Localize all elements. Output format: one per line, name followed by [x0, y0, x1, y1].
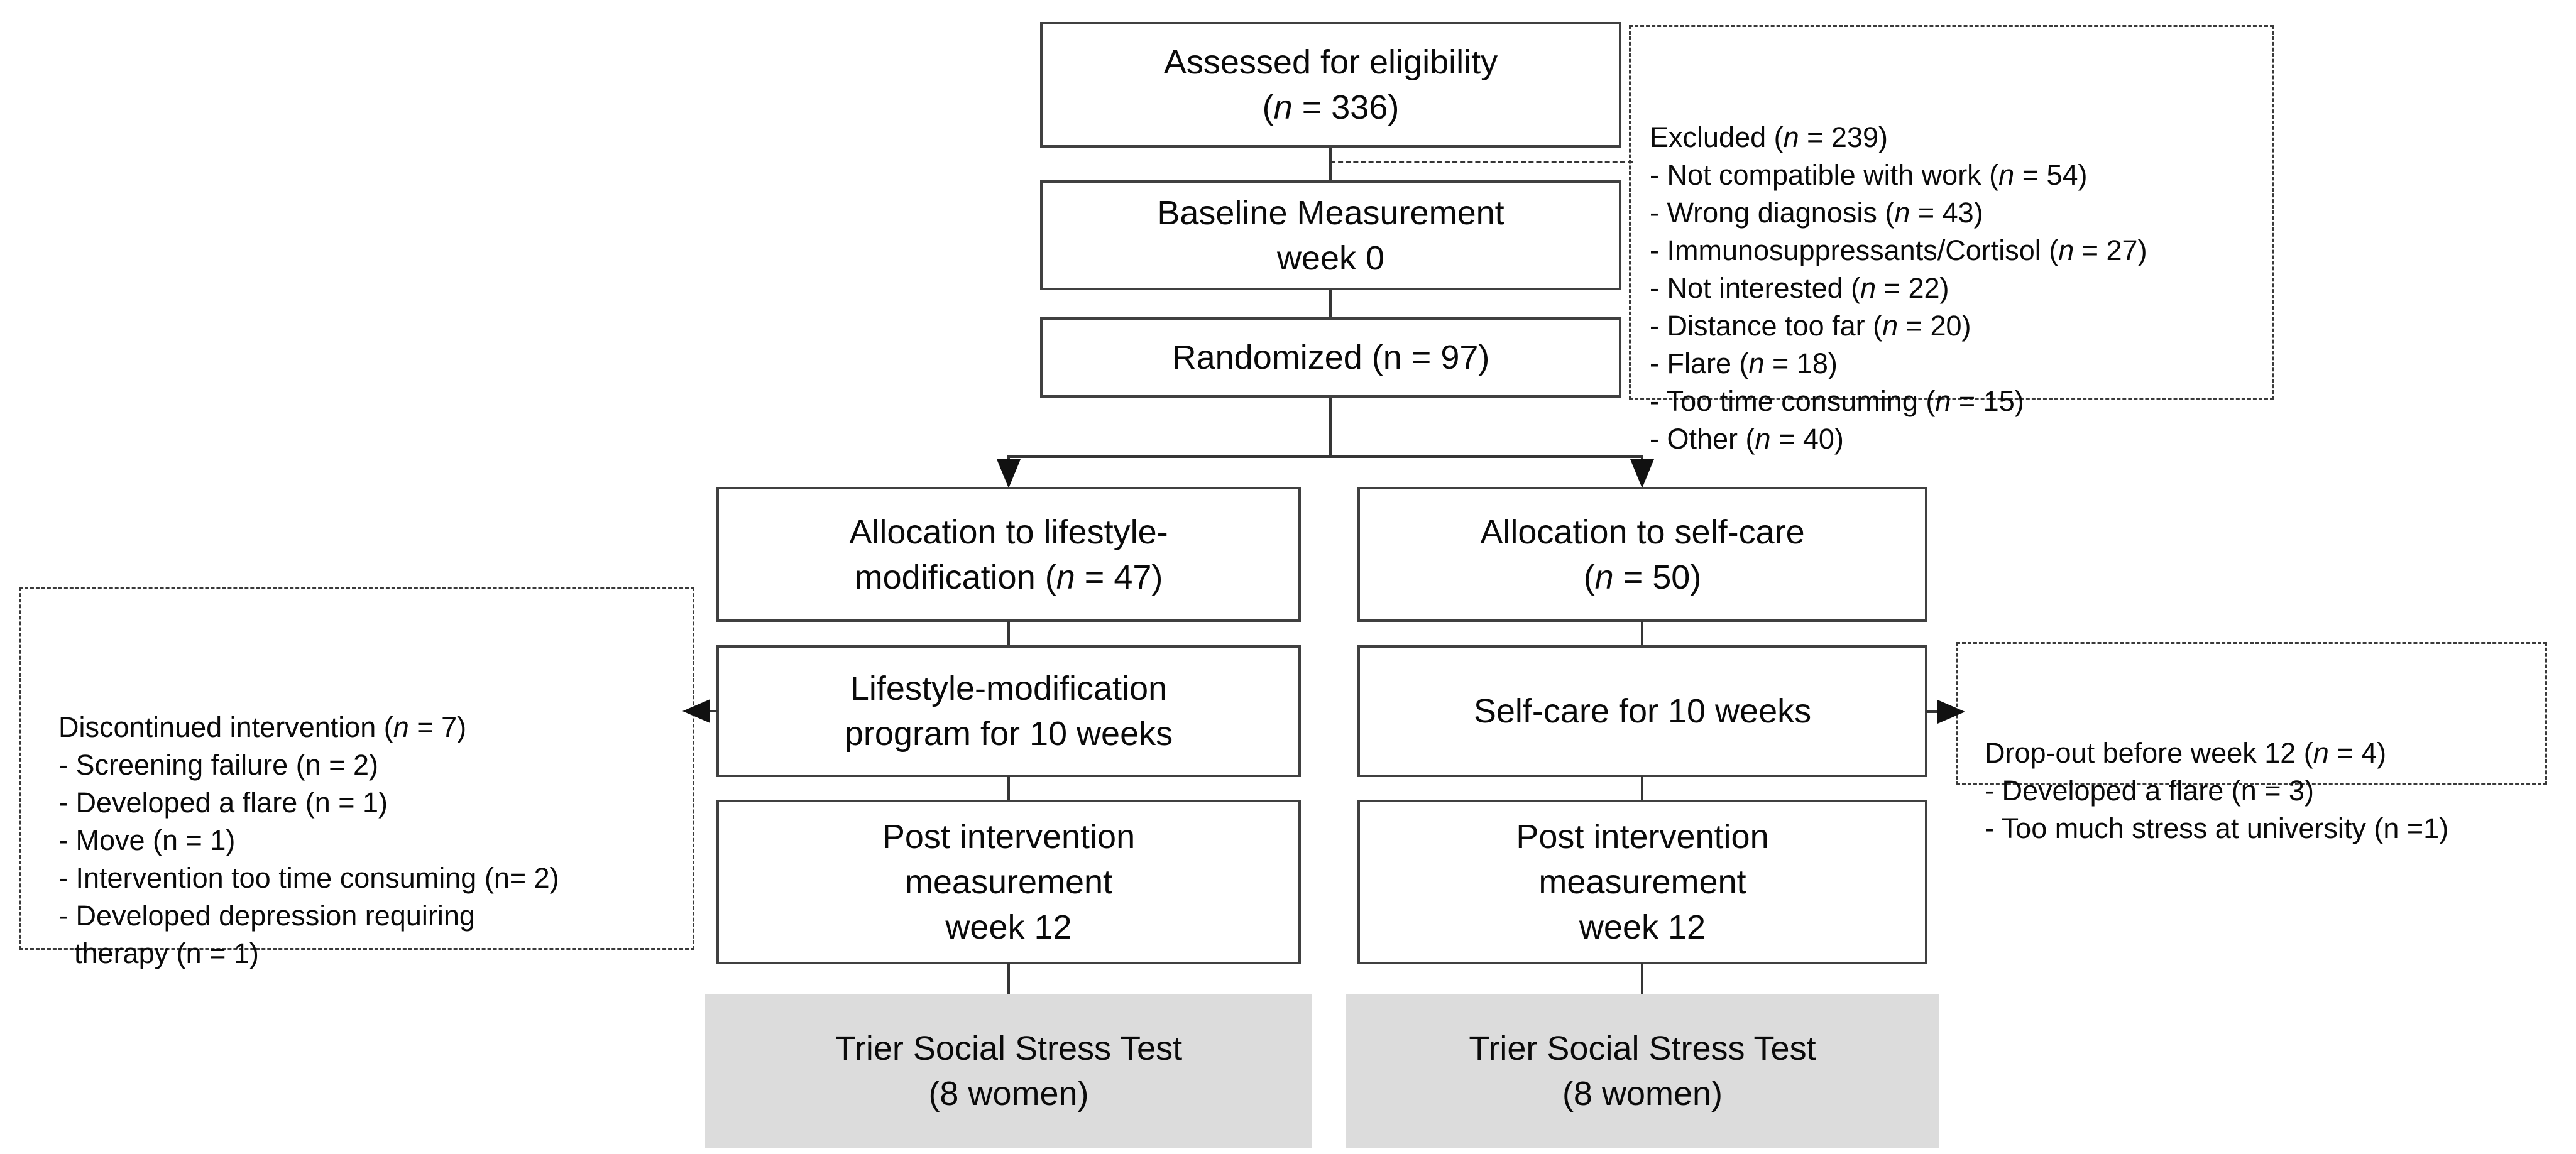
connector-alloc-program-right [1641, 621, 1643, 646]
note-dropout: Drop-out before week 12 (n = 4)- Develop… [1956, 642, 2547, 844]
connector-split-horizontal [1007, 455, 1643, 458]
arrow-down-left-icon [997, 459, 1021, 488]
arrow-left-icon [682, 699, 710, 723]
connector-baseline-randomized [1329, 290, 1332, 317]
box-tsst-left: Trier Social Stress Test(8 women) [705, 994, 1312, 1148]
connector-program-post-right [1641, 776, 1643, 801]
box-tsst-right-text: Trier Social Stress Test(8 women) [1469, 1029, 1816, 1113]
connector-randomized-split [1329, 398, 1332, 457]
box-selfcare-program: Self-care for 10 weeks [1357, 645, 1927, 777]
box-randomized-text: Randomized (n = 97) [1171, 339, 1490, 376]
connector-alloc-program-left [1007, 621, 1010, 646]
connector-post-tsst-right [1641, 963, 1643, 994]
note-excluded-text: Excluded (n = 239)- Not compatible with … [1650, 121, 2147, 455]
box-allocation-selfcare-text: Allocation to self-care(n = 50) [1480, 513, 1805, 596]
arrow-down-right-icon [1630, 459, 1654, 488]
box-selfcare-program-text: Self-care for 10 weeks [1473, 692, 1812, 730]
connector-post-tsst-left [1007, 963, 1010, 994]
box-tsst-right: Trier Social Stress Test(8 women) [1346, 994, 1939, 1148]
box-tsst-left-text: Trier Social Stress Test(8 women) [835, 1029, 1183, 1113]
note-dropout-text: Drop-out before week 12 (n = 4)- Develop… [1985, 737, 2449, 844]
box-randomized: Randomized (n = 97) [1040, 317, 1621, 398]
box-allocation-lifestyle-text: Allocation to lifestyle-modification (n … [849, 513, 1168, 596]
box-assessed-text: Assessed for eligibility(n = 336) [1163, 43, 1498, 126]
connector-dashed-to-excluded [1330, 161, 1633, 163]
connector-program-post-left [1007, 776, 1010, 801]
connector-assessed-baseline [1329, 148, 1332, 180]
note-discontinued-text: Discontinued intervention (n = 7)- Scree… [58, 711, 559, 969]
box-allocation-selfcare: Allocation to self-care(n = 50) [1357, 487, 1927, 622]
note-excluded: Excluded (n = 239)- Not compatible with … [1629, 25, 2274, 455]
note-discontinued: Discontinued intervention (n = 7)- Scree… [19, 587, 694, 969]
box-allocation-lifestyle: Allocation to lifestyle-modification (n … [716, 487, 1301, 622]
box-assessed-for-eligibility: Assessed for eligibility(n = 336) [1040, 22, 1621, 148]
arrow-right-icon [1937, 700, 1965, 724]
